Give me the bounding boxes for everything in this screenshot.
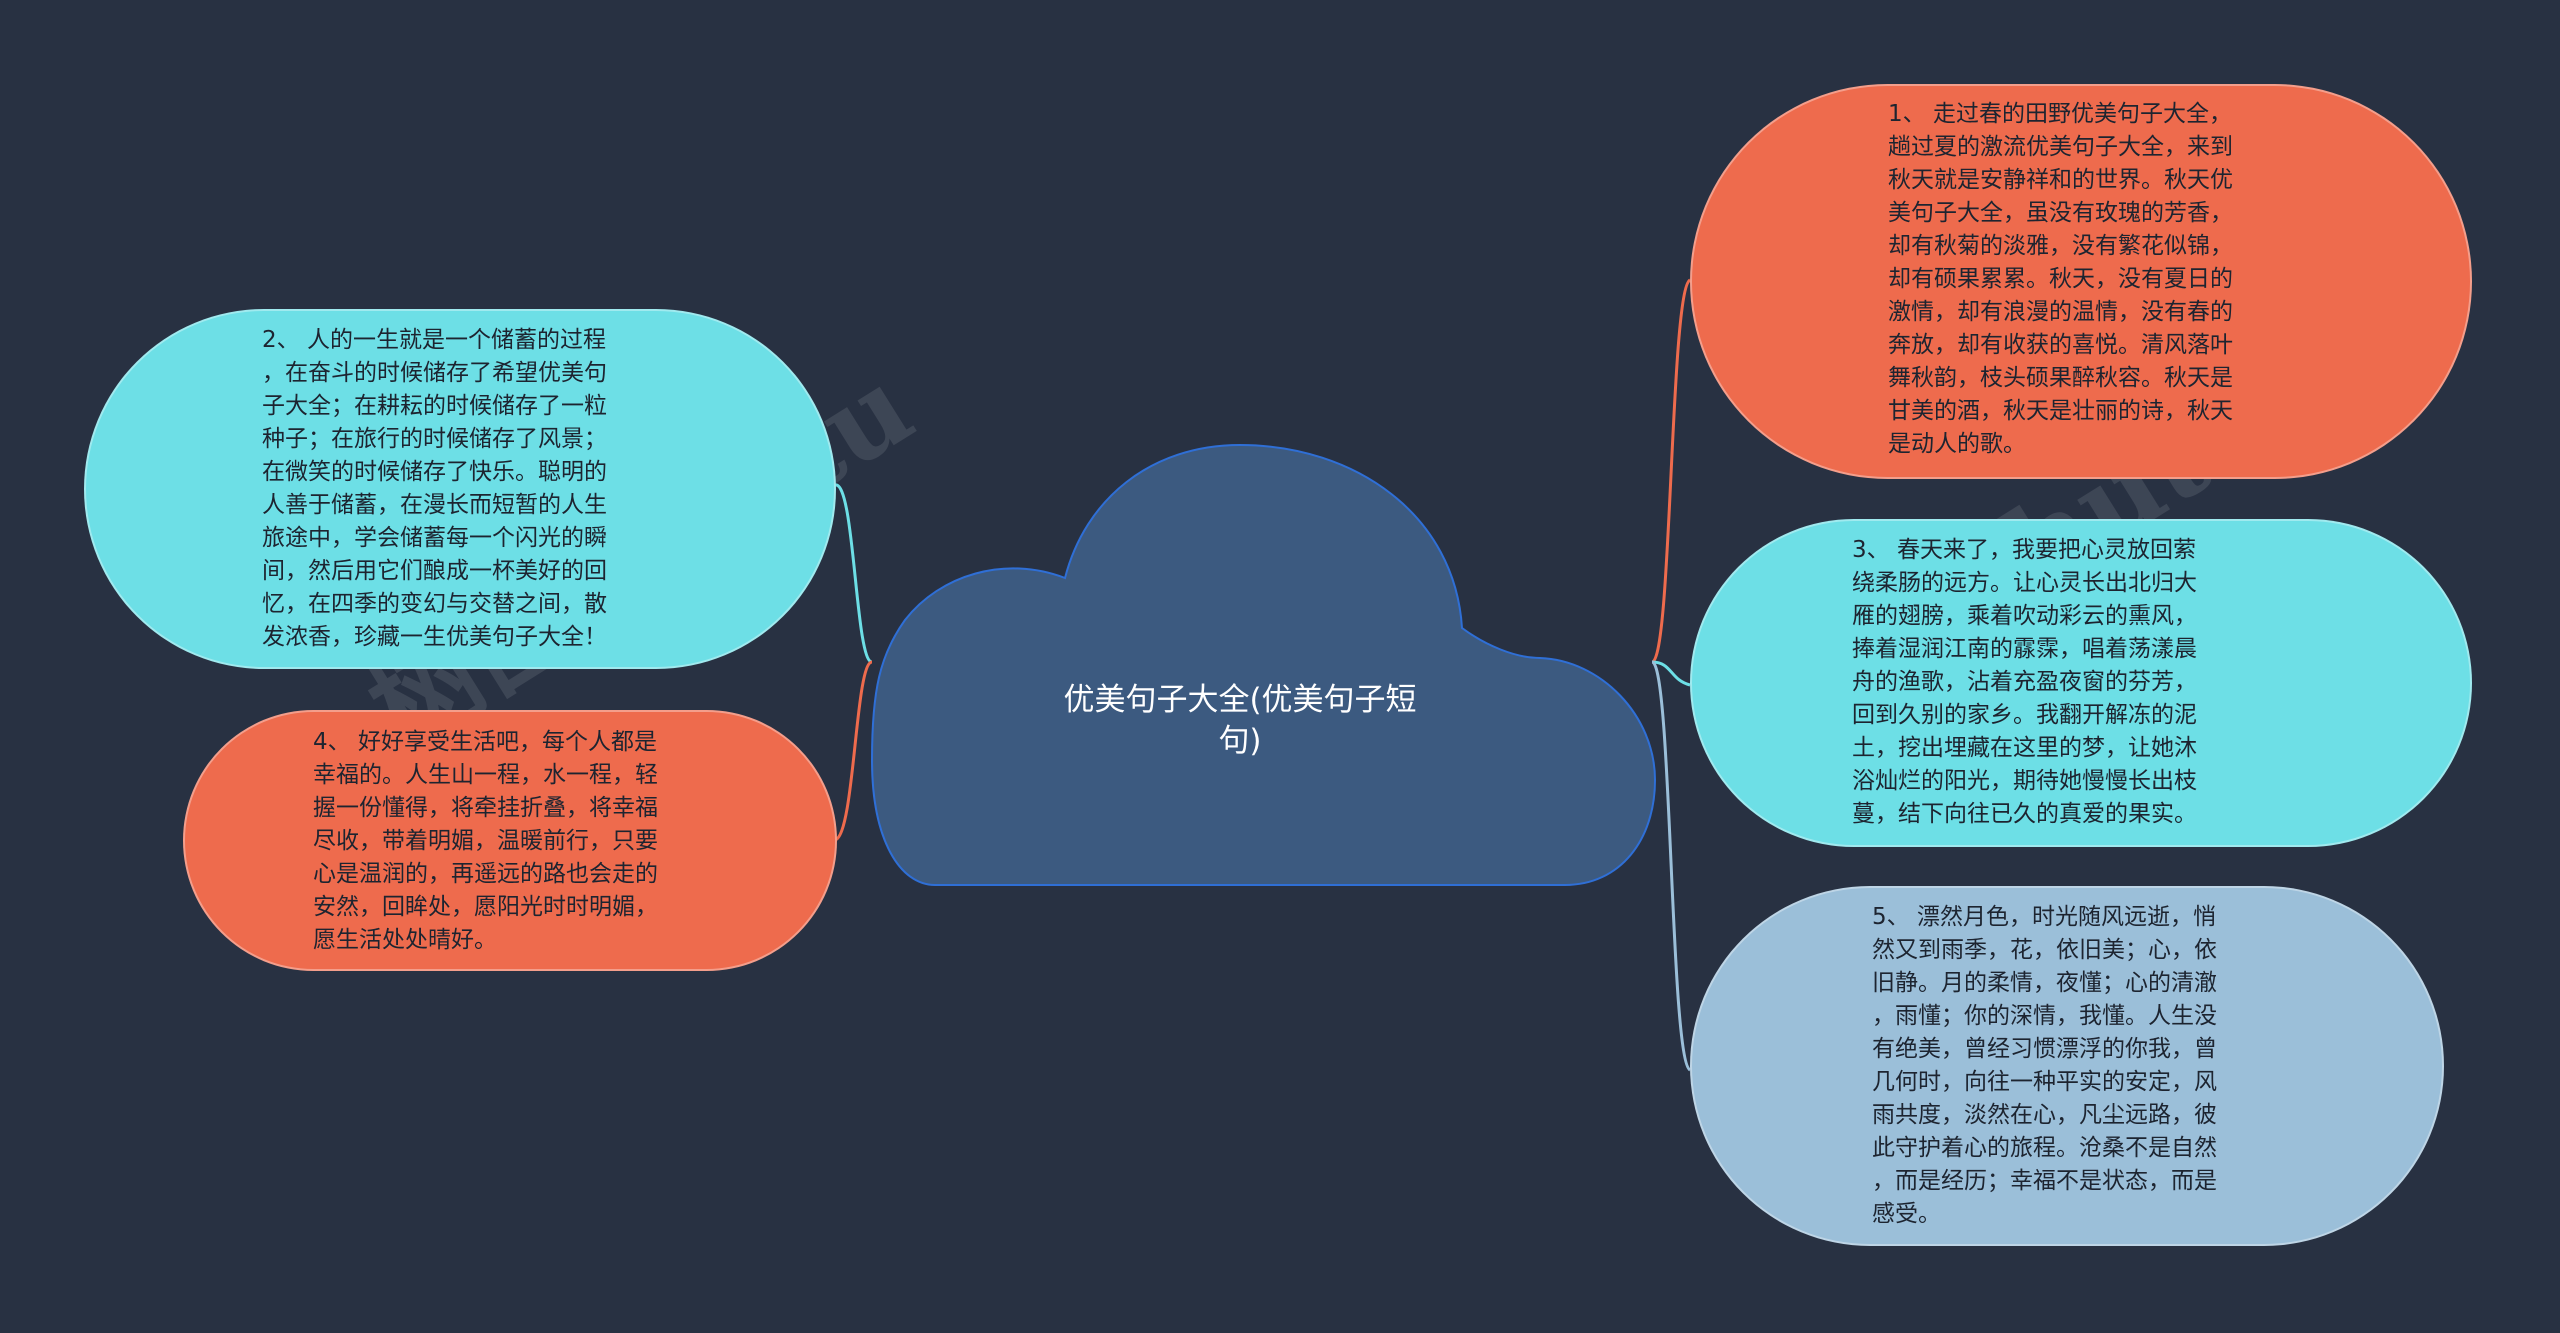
connector-n5 [1650, 660, 1692, 1072]
topic-node-3[interactable]: 3、 春天来了，我要把心灵放回萦 绕柔肠的远方。让心灵长出北归大 雁的翅膀，乘着… [1690, 519, 2472, 847]
topic-node-3-text: 3、 春天来了，我要把心灵放回萦 绕柔肠的远方。让心灵长出北归大 雁的翅膀，乘着… [1852, 537, 2197, 827]
center-topic-label: 优美句子大全(优美句子短 句) [1063, 682, 1417, 759]
connector-n4 [834, 660, 873, 842]
connector-n3 [1651, 660, 1691, 687]
center-cloud[interactable] [870, 443, 1657, 886]
topic-node-4-text: 4、 好好享受生活吧，每个人都是 幸福的。人生山一程，水一程，轻 握一份懂得，将… [313, 729, 658, 953]
topic-node-1[interactable]: 1、 走过春的田野优美句子大全， 趟过夏的激流优美句子大全，来到 秋天就是安静祥… [1690, 84, 2472, 479]
topic-node-2[interactable]: 2、 人的一生就是一个储蓄的过程 ，在奋斗的时候储存了希望优美句 子大全；在耕耘… [84, 309, 836, 669]
topic-node-5-text: 5、 漂然月色，时光随风远逝，悄 然又到雨季，花，依旧美；心，依 旧静。月的柔情… [1872, 904, 2217, 1227]
connector-n2 [834, 483, 873, 664]
topic-node-2-text: 2、 人的一生就是一个储蓄的过程 ，在奋斗的时候储存了希望优美句 子大全；在耕耘… [262, 327, 607, 650]
topic-node-4[interactable]: 4、 好好享受生活吧，每个人都是 幸福的。人生山一程，水一程，轻 握一份懂得，将… [183, 710, 837, 971]
topic-node-1-text: 1、 走过春的田野优美句子大全， 趟过夏的激流优美句子大全，来到 秋天就是安静祥… [1888, 101, 2233, 457]
topic-node-5[interactable]: 5、 漂然月色，时光随风远逝，悄 然又到雨季，花，依旧美；心，依 旧静。月的柔情… [1690, 886, 2444, 1246]
connector-n1 [1650, 278, 1692, 664]
